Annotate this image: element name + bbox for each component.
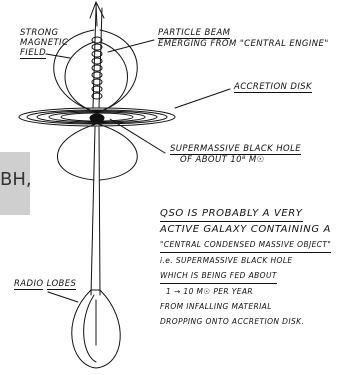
jet-axis	[96, 4, 97, 26]
particle-beam-label: PARTICLE BEAM EMERGING FROM "CENTRAL ENG…	[158, 28, 329, 49]
particle-beam-subtitle: EMERGING FROM "CENTRAL ENGINE"	[158, 39, 329, 49]
notes-line-5: WHICH IS BEING FED ABOUT	[160, 268, 277, 284]
notes-line-4: i.e. SUPERMASSIVE BLACK HOLE	[160, 253, 331, 268]
pointer-beam	[108, 40, 154, 52]
black-hole-mass: OF ABOUT 10⁸ M☉	[180, 155, 301, 165]
notes-line-3: "CENTRAL CONDENSED MASSIVE OBJECT"	[160, 237, 331, 253]
black-hole-dot	[90, 114, 104, 122]
strong-field-line-1: STRONG	[20, 28, 68, 38]
radio-lobes-line-2: LOBES	[47, 279, 77, 290]
pointer-black-hole	[110, 119, 165, 153]
radio-lobe-inner	[84, 295, 96, 362]
pointer-lobes	[48, 292, 78, 302]
radio-lobes-line-1: RADIO	[14, 279, 43, 290]
strong-field-label: STRONG MAGNETIC FIELD	[20, 28, 68, 59]
notes-line-2: ACTIVE GALAXY CONTAINING A	[160, 222, 331, 237]
lower-jet-line	[91, 127, 95, 295]
strong-field-line-3: FIELD	[20, 48, 46, 59]
lower-jet-line	[99, 127, 100, 295]
notes-line-8: DROPPING ONTO ACCRETION DISK.	[160, 314, 331, 329]
radio-lobes-label: RADIO LOBES	[14, 279, 76, 290]
black-hole-title: SUPERMASSIVE BLACK HOLE	[170, 144, 301, 155]
notes-line-1: QSO IS PROBABLY A VERY	[160, 206, 303, 222]
strong-field-line-2: MAGNETIC	[20, 38, 68, 48]
pointer-disk	[175, 89, 230, 108]
particle-beam-title: PARTICLE BEAM	[158, 28, 230, 39]
accretion-disk-label: ACCRETION DISK	[234, 82, 312, 93]
notes-line-7: FROM INFALLING MATERIAL	[160, 299, 331, 314]
black-hole-label: SUPERMASSIVE BLACK HOLE OF ABOUT 10⁸ M☉	[170, 144, 301, 165]
notes-line-6: 1 → 10 M☉ PER YEAR	[166, 284, 331, 299]
quasar-notes: QSO IS PROBABLY A VERY ACTIVE GALAXY CON…	[160, 206, 331, 329]
